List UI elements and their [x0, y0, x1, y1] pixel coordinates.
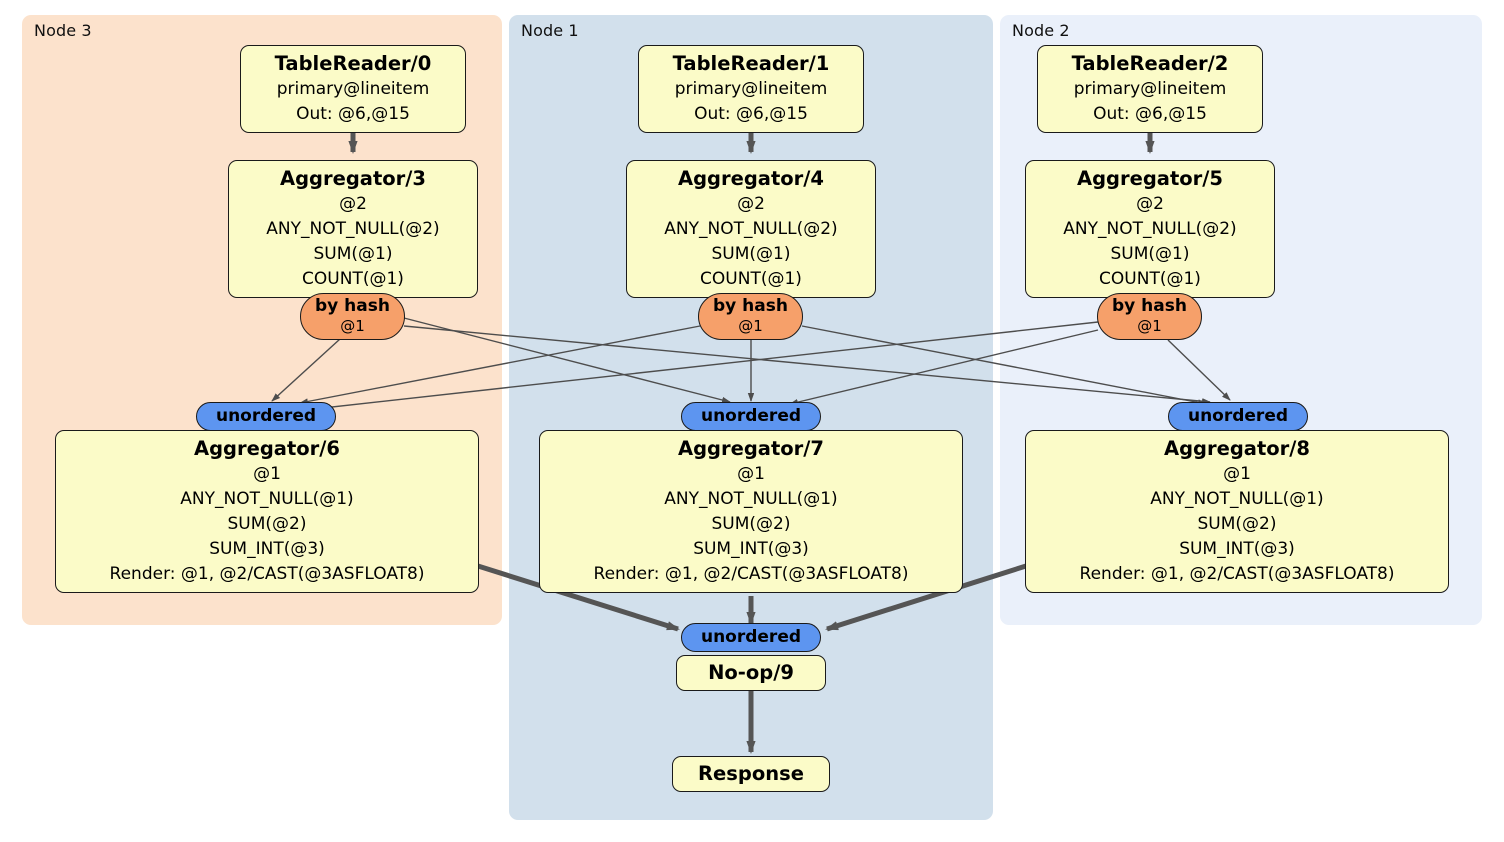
box-line: @2 — [737, 194, 765, 214]
box-title: TableReader/0 — [274, 52, 432, 75]
box-aggregator-5[interactable]: Aggregator/5 @2 ANY_NOT_NULL(@2) SUM(@1)… — [1025, 160, 1275, 298]
box-line: ANY_NOT_NULL(@2) — [266, 219, 440, 239]
box-noop-9[interactable]: No-op/9 — [676, 655, 826, 691]
pill-line-1: by hash — [1112, 295, 1187, 316]
node-panel-label-node2: Node 2 — [1012, 21, 1070, 40]
pill-by-hash-left[interactable]: by hash @1 — [300, 293, 405, 340]
box-tablereader-1[interactable]: TableReader/1 primary@lineitem Out: @6,@… — [638, 45, 864, 133]
box-line: ANY_NOT_NULL(@1) — [1150, 489, 1324, 509]
pill-label: unordered — [700, 406, 802, 426]
box-line: @1 — [1223, 464, 1251, 484]
box-line: primary@lineitem — [674, 79, 828, 99]
box-line: Out: @6,@15 — [1093, 104, 1207, 124]
box-tablereader-2[interactable]: TableReader/2 primary@lineitem Out: @6,@… — [1037, 45, 1263, 133]
pill-unordered-final[interactable]: unordered — [681, 623, 821, 652]
box-line: SUM(@1) — [1110, 244, 1190, 264]
box-line: COUNT(@1) — [302, 269, 404, 289]
box-line: SUM(@1) — [711, 244, 791, 264]
pill-line-1: by hash — [713, 295, 788, 316]
box-line: @1 — [737, 464, 765, 484]
box-line: ANY_NOT_NULL(@1) — [180, 489, 354, 509]
pill-line-2: @1 — [1137, 316, 1162, 335]
pill-unordered-center[interactable]: unordered — [681, 402, 821, 431]
box-aggregator-8[interactable]: Aggregator/8 @1 ANY_NOT_NULL(@1) SUM(@2)… — [1025, 430, 1449, 593]
box-aggregator-6[interactable]: Aggregator/6 @1 ANY_NOT_NULL(@1) SUM(@2)… — [55, 430, 479, 593]
pill-unordered-left[interactable]: unordered — [196, 402, 336, 431]
box-title: Aggregator/4 — [678, 167, 824, 190]
box-line: @1 — [253, 464, 281, 484]
box-aggregator-4[interactable]: Aggregator/4 @2 ANY_NOT_NULL(@2) SUM(@1)… — [626, 160, 876, 298]
pill-by-hash-right[interactable]: by hash @1 — [1097, 293, 1202, 340]
box-line: Out: @6,@15 — [296, 104, 410, 124]
box-title: Aggregator/3 — [280, 167, 426, 190]
box-line: SUM(@2) — [1197, 514, 1277, 534]
pill-by-hash-center[interactable]: by hash @1 — [698, 293, 803, 340]
node-panel-label-node1: Node 1 — [521, 21, 579, 40]
box-line: SUM(@1) — [313, 244, 393, 264]
box-aggregator-3[interactable]: Aggregator/3 @2 ANY_NOT_NULL(@2) SUM(@1)… — [228, 160, 478, 298]
box-line: SUM_INT(@3) — [209, 539, 325, 559]
pill-unordered-right[interactable]: unordered — [1168, 402, 1308, 431]
box-title: No-op/9 — [708, 661, 794, 684]
box-line: SUM_INT(@3) — [693, 539, 809, 559]
box-title: Response — [698, 762, 804, 785]
pill-label: unordered — [215, 406, 317, 426]
pill-line-2: @1 — [340, 316, 365, 335]
node-panel-label-node3: Node 3 — [34, 21, 92, 40]
pill-line-1: by hash — [315, 295, 390, 316]
box-line: SUM(@2) — [227, 514, 307, 534]
box-title: Aggregator/7 — [678, 437, 824, 460]
pill-line-2: @1 — [738, 316, 763, 335]
box-line: ANY_NOT_NULL(@1) — [664, 489, 838, 509]
box-title: TableReader/2 — [1071, 52, 1229, 75]
box-title: Aggregator/5 — [1077, 167, 1223, 190]
box-line: COUNT(@1) — [1099, 269, 1201, 289]
box-title: Aggregator/6 — [194, 437, 340, 460]
box-line: primary@lineitem — [1073, 79, 1227, 99]
box-line: primary@lineitem — [276, 79, 430, 99]
box-tablereader-0[interactable]: TableReader/0 primary@lineitem Out: @6,@… — [240, 45, 466, 133]
box-line: @2 — [1136, 194, 1164, 214]
box-title: TableReader/1 — [672, 52, 830, 75]
box-response[interactable]: Response — [672, 756, 830, 792]
box-line: COUNT(@1) — [700, 269, 802, 289]
box-line: Out: @6,@15 — [694, 104, 808, 124]
box-line: @2 — [339, 194, 367, 214]
box-line: ANY_NOT_NULL(@2) — [1063, 219, 1237, 239]
box-title: Aggregator/8 — [1164, 437, 1310, 460]
pill-label: unordered — [700, 627, 802, 647]
box-line: SUM(@2) — [711, 514, 791, 534]
box-line: ANY_NOT_NULL(@2) — [664, 219, 838, 239]
box-line: Render: @1, @2/CAST(@3ASFLOAT8) — [109, 564, 425, 584]
box-line: Render: @1, @2/CAST(@3ASFLOAT8) — [593, 564, 909, 584]
box-aggregator-7[interactable]: Aggregator/7 @1 ANY_NOT_NULL(@1) SUM(@2)… — [539, 430, 963, 593]
box-line: Render: @1, @2/CAST(@3ASFLOAT8) — [1079, 564, 1395, 584]
box-line: SUM_INT(@3) — [1179, 539, 1295, 559]
pill-label: unordered — [1187, 406, 1289, 426]
